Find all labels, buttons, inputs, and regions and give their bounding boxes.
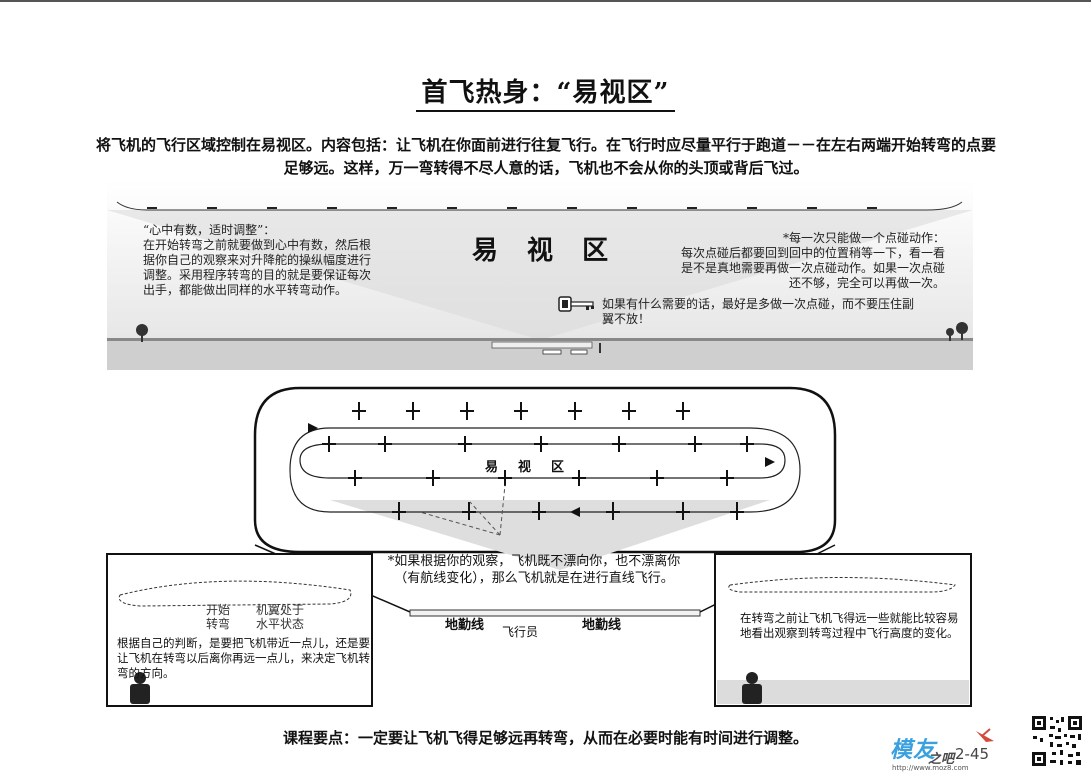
right-tip-note-2: 如果有什么需要的话，最好是多做一次点碰，而不要压住副翼不放！ xyxy=(602,297,915,326)
page-number: 2-45 xyxy=(955,745,990,763)
page-title-wrap: 首飞热身：“易视区” xyxy=(0,72,1091,112)
wing-level-label: 机翼处于 水平状态 xyxy=(256,603,305,631)
right-box-note: 在转弯之前让飞机飞得远一些就能比较容易地看出观察到转弯过程中飞行高度的变化。 xyxy=(740,611,959,640)
left-box-note: 根据自己的判断，是要把飞机带近一点儿，还是要让飞机在转弯以后离你再远一点儿，来决… xyxy=(117,636,370,680)
key-icon xyxy=(558,296,594,312)
diagram-note: *如果根据你的观察，飞机既不漂向你，也不漂离你 （有航线变化），那么飞机就是在进… xyxy=(387,554,681,586)
zone-title: 易 视 区 xyxy=(472,236,619,266)
left-tip-note: “心中有数，适时调整”： 在开始转弯之前就要做到心中有数，然后根据你自己的观察来… xyxy=(143,223,372,297)
ground-line-left: 地勤线 xyxy=(445,618,485,633)
logo-airplane-icon xyxy=(976,728,994,742)
top-illustration xyxy=(107,180,973,370)
site-logo-sub: 之吧 xyxy=(928,752,955,767)
intro-paragraph: 将飞机的飞行区域控制在易视区。内容包括：让飞机在你面前进行往复飞行。在飞行时应尽… xyxy=(95,136,996,177)
page-title: 首飞热身：“易视区” xyxy=(415,78,676,112)
qr-code-icon xyxy=(1030,714,1084,768)
start-turn-label: 开始 转弯 xyxy=(206,603,231,631)
right-tip-note: *每一次只能做一个点碰动作： 每次点碰后都要回到回中的位置稍等一下，看一看是不是… xyxy=(680,231,945,290)
site-logo: 模友 xyxy=(890,738,937,763)
flight-pattern-diagram xyxy=(106,386,972,707)
course-key-point: 课程要点：一定要让飞机飞得足够远再转弯，从而在必要时能有时间进行调整。 xyxy=(282,729,808,747)
site-url: http://www.moz8.com xyxy=(892,764,969,772)
pilot-label: 飞行员 xyxy=(502,625,539,639)
ground-line-right: 地勤线 xyxy=(582,618,622,633)
top-illustration-art xyxy=(107,180,973,370)
plane-markers xyxy=(322,402,754,520)
top-border xyxy=(0,0,1091,2)
diagram-zone-label: 易视区 xyxy=(485,460,585,475)
